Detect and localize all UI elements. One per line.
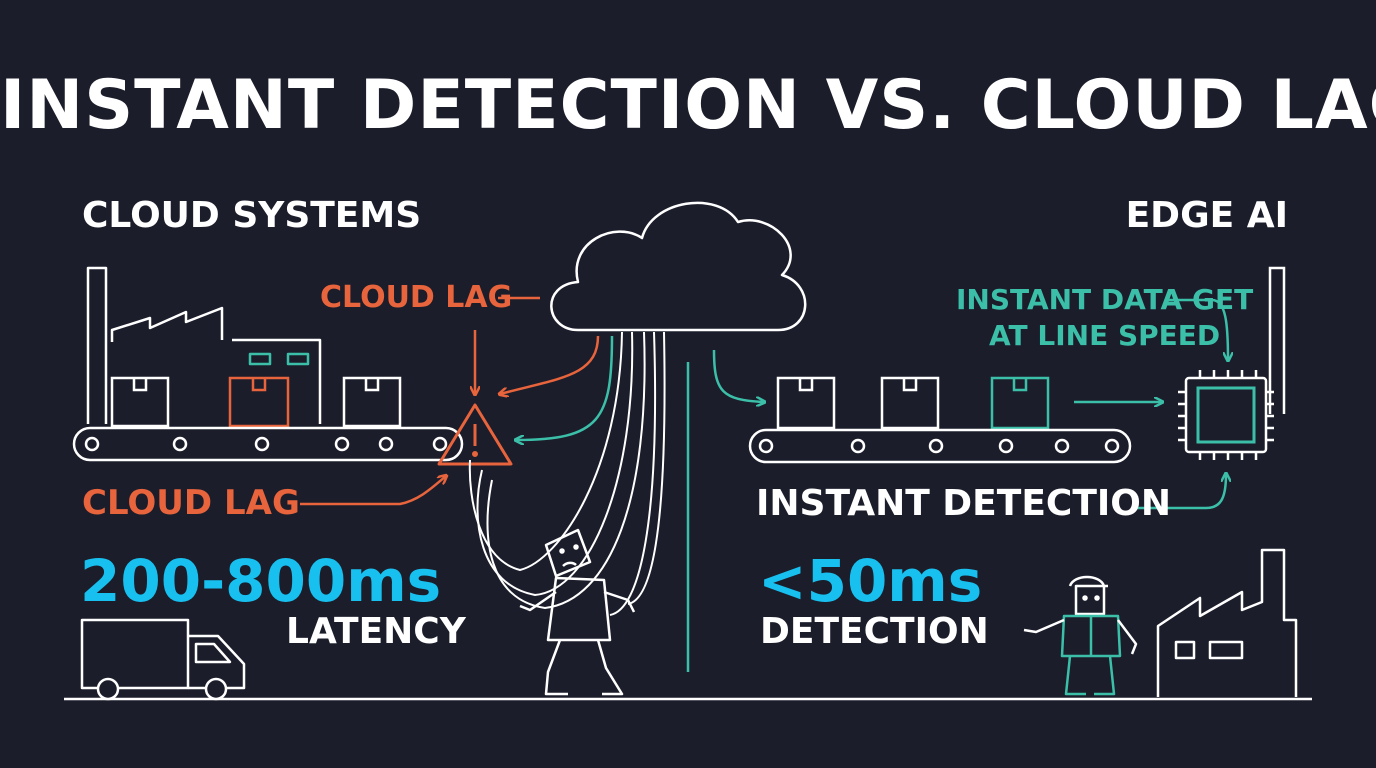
cloud-lag-left-arrow	[300, 476, 446, 506]
truck-icon	[80, 618, 246, 701]
cloud-systems-heading: CLOUD SYSTEMS	[82, 195, 422, 236]
boxes-icon	[776, 376, 1050, 430]
conveyor-icon	[72, 426, 464, 462]
cloud-to-warning-arrow	[500, 335, 600, 394]
instant-data-line-1: INSTANT DATA GET	[956, 283, 1254, 316]
factory-icon	[1156, 548, 1298, 697]
detection-to-chip-arrow	[1136, 474, 1226, 510]
cloud-lag-label-left: CLOUD LAG	[82, 483, 300, 523]
cloud-lag-label-top: CLOUD LAG	[320, 280, 513, 315]
instant-detection-label: INSTANT DETECTION	[756, 483, 1172, 524]
latency-value: 200-800ms	[80, 547, 442, 615]
edge-ai-heading: EDGE AI	[1125, 195, 1288, 236]
boxes-icon	[110, 376, 402, 428]
chip-icon	[1178, 370, 1274, 460]
warning-triangle-icon	[437, 403, 513, 466]
instant-data-line-2: AT LINE SPEED	[989, 319, 1221, 352]
tangled-cables	[468, 331, 666, 616]
factory-icon	[86, 266, 322, 424]
edge-input-arrow	[712, 349, 764, 402]
data-label-arrow	[1168, 298, 1228, 360]
cloud-return-arrow	[516, 335, 614, 440]
detection-value: <50ms	[758, 547, 983, 615]
instant-data-label: INSTANT DATA GET AT LINE SPEED	[956, 282, 1253, 354]
detection-unit-label: DETECTION	[760, 611, 989, 652]
tangled-worker-icon	[519, 528, 636, 696]
page-title: INSTANT DETECTION VS. CLOUD LAG	[0, 66, 1376, 145]
cloud-icon	[550, 201, 807, 332]
chimney-icon	[1268, 266, 1286, 414]
worker-icon	[1023, 575, 1138, 696]
conveyor-icon	[748, 428, 1132, 464]
latency-label: LATENCY	[286, 611, 466, 652]
